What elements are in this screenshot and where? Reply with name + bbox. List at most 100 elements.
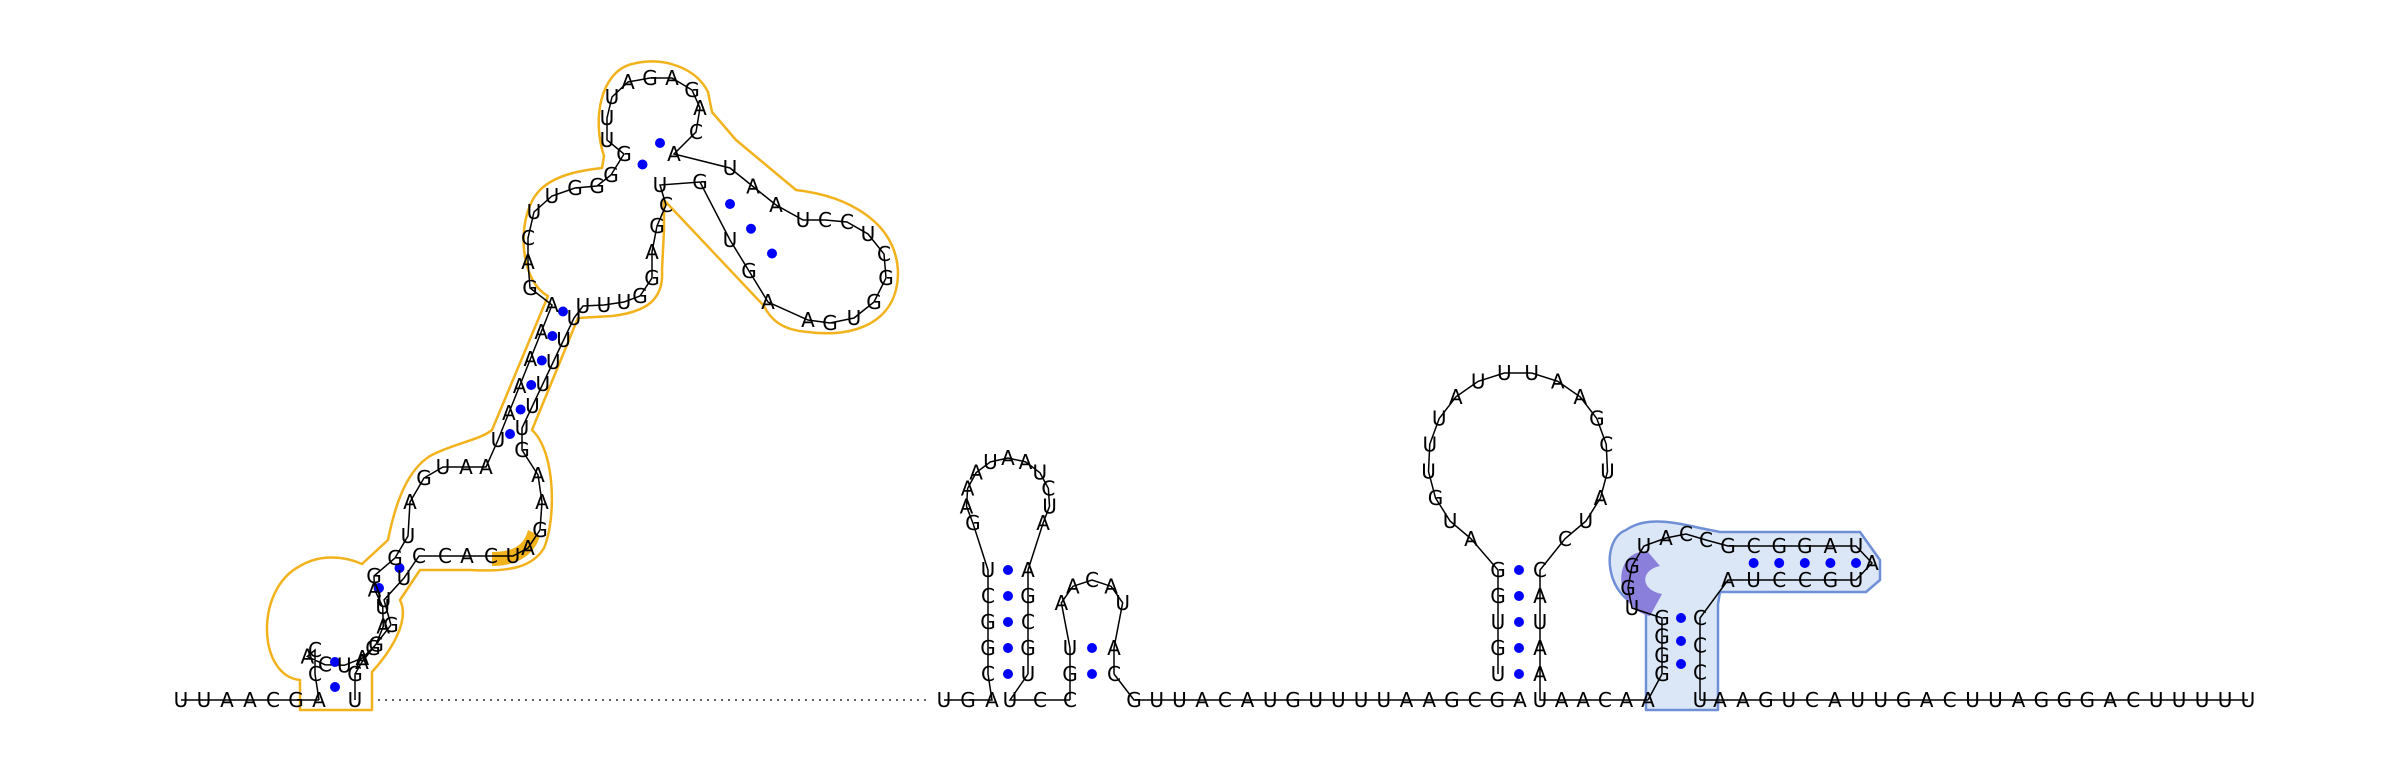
backbone-segment bbox=[314, 673, 320, 701]
stem-nucleotide: U bbox=[1533, 610, 1548, 634]
backbone-segment bbox=[1647, 673, 1663, 701]
stem-nucleotide: U bbox=[723, 228, 738, 252]
loop-nucleotide: U bbox=[436, 455, 451, 479]
loop-nucleotide: G bbox=[416, 466, 432, 490]
tail-nucleotide: A bbox=[1828, 688, 1842, 712]
spacer-nucleotide: U bbox=[1172, 688, 1187, 712]
loop-nucleotide: G bbox=[965, 511, 981, 535]
stem-nucleotide: A bbox=[746, 175, 760, 199]
stem-nucleotide: G bbox=[603, 163, 619, 187]
base-pair-dot bbox=[1514, 669, 1524, 679]
backbone-segment bbox=[1627, 533, 1874, 700]
stem-nucleotide: U bbox=[567, 306, 582, 330]
base-pair-dot bbox=[1514, 591, 1524, 601]
loop-nucleotide: A bbox=[1001, 446, 1015, 470]
stem-nucleotide: U bbox=[1021, 662, 1036, 686]
tail-nucleotide: U bbox=[2241, 688, 2256, 712]
stem-nucleotide: C bbox=[1798, 568, 1812, 592]
spacer-nucleotide: U bbox=[1533, 688, 1548, 712]
loop-nucleotide: G bbox=[365, 636, 381, 660]
stem-nucleotide: G bbox=[980, 610, 996, 634]
stem-nucleotide: U bbox=[397, 566, 412, 590]
spacer-nucleotide: A bbox=[1400, 688, 1414, 712]
base-pair-dot bbox=[1676, 659, 1686, 669]
loop-nucleotide: G bbox=[866, 290, 882, 314]
spacer-nucleotide: U bbox=[1149, 688, 1164, 712]
highlighted-region-1 bbox=[265, 60, 900, 712]
base-pair-dot bbox=[1003, 565, 1013, 575]
loop-nucleotide: C bbox=[484, 544, 498, 568]
loop-nucleotide: U bbox=[653, 173, 668, 197]
loop-nucleotide: A bbox=[535, 490, 549, 514]
loop-nucleotide: G bbox=[822, 311, 838, 335]
stem-nucleotide: A bbox=[667, 142, 681, 166]
spacer-nucleotide: G bbox=[1126, 688, 1142, 712]
stem-nucleotide: U bbox=[723, 156, 738, 180]
tail-nucleotide: U bbox=[2195, 688, 2210, 712]
spacer-nucleotide: A bbox=[1576, 688, 1590, 712]
stem-nucleotide: C bbox=[1533, 558, 1547, 582]
tail-nucleotide: A bbox=[2103, 688, 2117, 712]
loop-nucleotide: G bbox=[649, 214, 665, 238]
base-pair-dot bbox=[1851, 558, 1861, 568]
loop-nucleotide: G bbox=[567, 176, 583, 200]
stem-nucleotide: G bbox=[1490, 584, 1506, 608]
loop-nucleotide: U bbox=[401, 524, 416, 548]
base-pair-dot bbox=[394, 563, 405, 573]
base-pair-dot bbox=[725, 199, 735, 209]
loop-nucleotide: A bbox=[376, 614, 390, 638]
loop-nucleotide: C bbox=[1085, 568, 1099, 592]
loop-nucleotide: G bbox=[383, 613, 399, 637]
stem-nucleotide: G bbox=[1490, 558, 1506, 582]
loop-nucleotide: C bbox=[438, 544, 452, 568]
loop-nucleotide: G bbox=[1589, 407, 1605, 431]
loop-nucleotide: C bbox=[1599, 432, 1613, 456]
loop-nucleotide: A bbox=[403, 490, 417, 514]
stem-nucleotide: G bbox=[616, 142, 632, 166]
stem-nucleotide: U bbox=[535, 372, 550, 396]
loop-nucleotide: U bbox=[1422, 432, 1437, 456]
loop-nucleotide: U bbox=[506, 544, 521, 568]
base-pair-dot bbox=[330, 682, 340, 692]
spacer-nucleotide: A bbox=[985, 688, 999, 712]
base-pair-dot bbox=[1087, 643, 1097, 653]
loop-nucleotide: C bbox=[521, 226, 535, 250]
stem-nucleotide: U bbox=[546, 350, 561, 374]
loop-nucleotide: C bbox=[1558, 527, 1572, 551]
stem-nucleotide: G bbox=[1490, 636, 1506, 660]
loop-nucleotide: G bbox=[692, 170, 708, 194]
stem-nucleotide: G bbox=[1797, 534, 1813, 558]
loop-nucleotide: G bbox=[878, 266, 894, 290]
stem-nucleotide: G bbox=[366, 564, 382, 588]
loop-nucleotide: A bbox=[1104, 574, 1118, 598]
tail-nucleotide: G bbox=[288, 688, 304, 712]
stem-nucleotide: A bbox=[545, 293, 559, 317]
tail-nucleotide: A bbox=[243, 688, 257, 712]
spacer-nucleotide: A bbox=[1641, 688, 1655, 712]
loop-nucleotide: U bbox=[1115, 591, 1130, 615]
loop-nucleotide: U bbox=[605, 85, 620, 109]
spacer-nucleotide: U bbox=[1331, 688, 1346, 712]
region1-highlight-arc bbox=[492, 530, 540, 566]
loop-nucleotide: A bbox=[645, 240, 659, 264]
loop-nucleotide: A bbox=[460, 544, 474, 568]
base-pair-dot bbox=[536, 355, 547, 366]
loop-nucleotide: G bbox=[1620, 576, 1636, 600]
loop-nucleotide: C bbox=[818, 208, 832, 232]
loop-nucleotide: A bbox=[1019, 450, 1033, 474]
backbone-segment bbox=[1008, 673, 1070, 701]
loop-nucleotide: A bbox=[355, 650, 369, 674]
stem-nucleotide: A bbox=[1721, 568, 1735, 592]
loop-nucleotide: A bbox=[1594, 486, 1608, 510]
spacer-nucleotide: A bbox=[1555, 688, 1569, 712]
loop-nucleotide: C bbox=[1699, 528, 1713, 552]
tail-nucleotide: G bbox=[1896, 688, 1912, 712]
tail-nucleotide: U bbox=[1988, 688, 2003, 712]
loop-nucleotide: G bbox=[1624, 554, 1640, 578]
tail-nucleotide: U bbox=[1965, 688, 1980, 712]
loop-nucleotide: A bbox=[521, 250, 535, 274]
tail-nucleotide: C bbox=[1943, 688, 1957, 712]
loop-nucleotide: U bbox=[545, 184, 560, 208]
loop-nucleotide: G bbox=[684, 78, 700, 102]
